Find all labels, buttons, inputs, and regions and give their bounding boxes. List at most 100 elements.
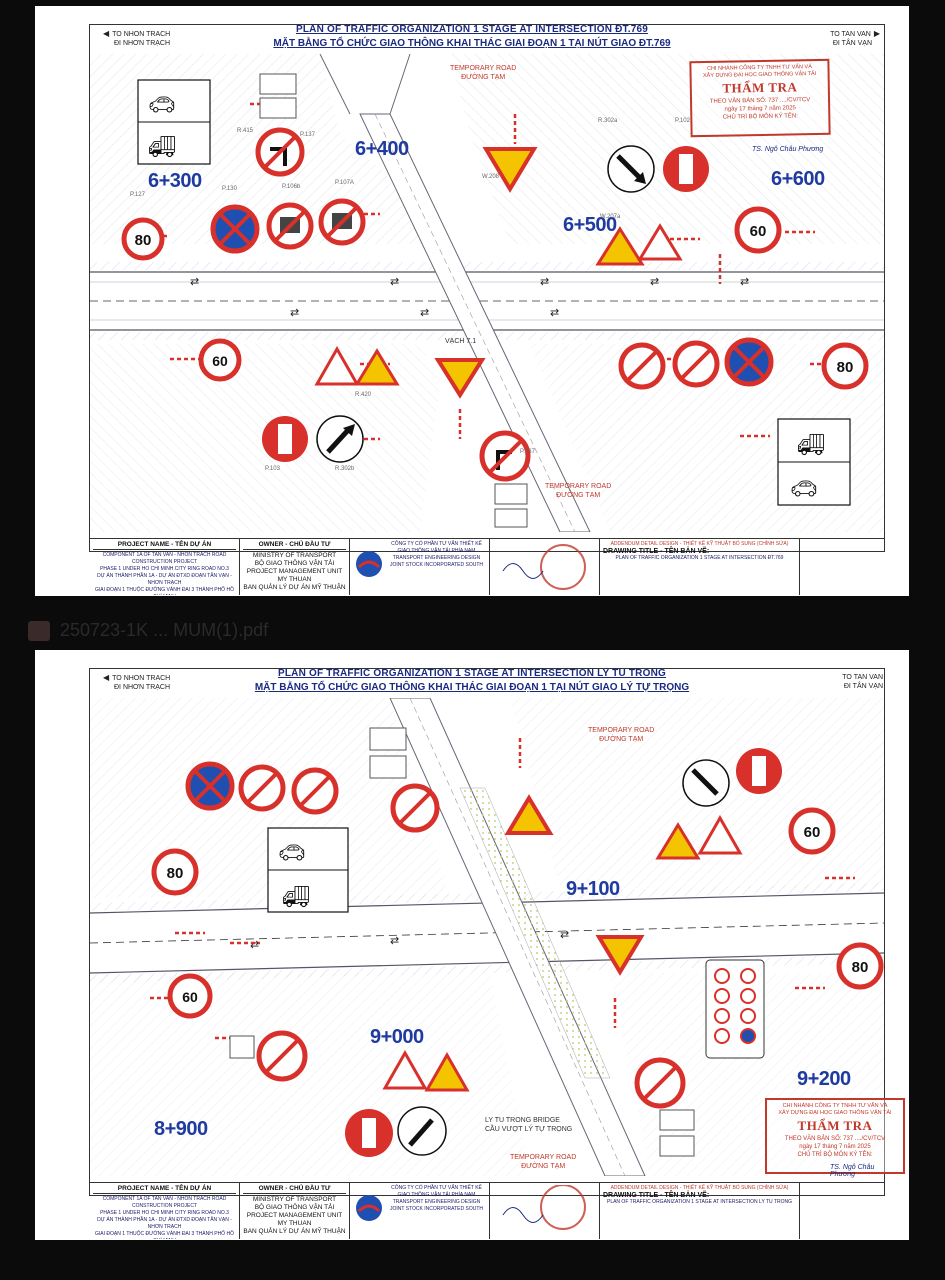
drawing-sheet-1: ◀TO NHON TRACH ĐI NHƠN TRẠCH TO TAN VAN▶… <box>35 6 909 596</box>
station-label: 9+000 <box>370 1026 424 1048</box>
vehicle-panel-sign <box>259 73 297 95</box>
direction-label-right: TO TAN VAN ĐI TÂN VẠN <box>842 674 883 690</box>
road-plan-drawing: ⇄⇄⇄⇄⇄ ⇄⇄⇄ 🚗︎ 🚚︎ 80 <box>90 53 884 533</box>
drawing-sheet-2: ◀TO NHON TRACH ĐI NHƠN TRẠCH TO TAN VAN … <box>35 650 909 1240</box>
page-title: PLAN OF TRAFFIC ORGANIZATION 1 STAGE AT … <box>278 668 666 679</box>
warning-sign <box>354 348 400 386</box>
sign-code: P.107A <box>335 180 354 186</box>
traffic-plan-map: ⇄⇄⇄ 🚗︎ 🚚︎ 8 <box>89 697 905 1178</box>
sheet-frame <box>89 668 885 1196</box>
sign-code: P.137 <box>520 449 535 455</box>
hatch-area <box>450 54 884 244</box>
warning-sign <box>504 794 554 835</box>
svg-text:🚚︎: 🚚︎ <box>148 135 176 160</box>
warning-sign <box>697 814 743 855</box>
sign-code: P.106b <box>282 184 301 190</box>
project-name-cell: PROJECT NAME - TÊN DỰ ÁN COMPONENT 1A OF… <box>90 1183 240 1239</box>
station-label: 9+100 <box>566 878 620 900</box>
svg-text:⇄: ⇄ <box>290 306 299 319</box>
station-label: 6+300 <box>148 170 202 192</box>
speed-value: 60 <box>212 353 228 369</box>
sign-code: R.415 <box>237 128 254 134</box>
sign-code: W.208 <box>482 174 500 180</box>
consultant-cell: CÔNG TY CỔ PHẦN TƯ VẤN THIẾT KẾ GIAO THÔ… <box>350 1183 490 1239</box>
consultant-logo-icon <box>356 1195 382 1221</box>
vehicle-panel-sign <box>259 97 297 119</box>
consultant-logo-icon <box>356 551 382 577</box>
vehicle-panel-sign <box>659 1109 695 1131</box>
marking-label: VẠCH 7.1 <box>445 338 477 345</box>
station-label: 6+500 <box>563 214 617 236</box>
station-label: 9+200 <box>797 1068 851 1090</box>
direction-vi: ĐI NHƠN TRẠCH <box>114 40 171 47</box>
traffic-plan-map: ⇄⇄⇄⇄⇄ ⇄⇄⇄ 🚗︎ 🚚︎ 80 <box>90 53 884 533</box>
speed-value: 60 <box>182 989 198 1005</box>
page-subtitle: MẶT BẰNG TỔ CHỨC GIAO THÔNG KHAI THÁC GI… <box>254 682 690 693</box>
sign-code: R.302b <box>335 466 355 472</box>
speed-value: 80 <box>837 359 854 376</box>
project-name-cell: PROJECT NAME - TÊN DỰ ÁN COMPONENT 1A OF… <box>90 539 240 595</box>
direction-en: TO TAN VAN <box>830 31 871 38</box>
direction-en: TO NHON TRACH <box>112 31 171 38</box>
owner-cell: OWNER - CHỦ ĐẦU TƯ MINISTRY OF TRANSPORT… <box>240 539 350 595</box>
signature-stamp-icon <box>502 544 586 590</box>
road-plan-drawing: ⇄⇄⇄ 🚗︎ 🚚︎ 8 <box>89 697 885 1177</box>
warning-sign <box>595 226 645 266</box>
svg-text:⇄: ⇄ <box>550 306 559 319</box>
sign-code: P.102 <box>675 118 690 124</box>
sign-code: R.420 <box>355 392 372 398</box>
speed-value: 60 <box>750 223 767 240</box>
speed-limit-80-sign <box>821 342 869 390</box>
svg-text:🚗︎: 🚗︎ <box>790 477 818 502</box>
file-name-label: 250723-1K ... MUM(1).pdf <box>60 620 269 640</box>
svg-text:⇄: ⇄ <box>390 275 399 288</box>
sign-code: W.207a <box>600 214 621 220</box>
approval-stamp: CHI NHÁNH CÔNG TY TNHH TƯ VẤN VÀ XÂY DỰN… <box>689 58 831 138</box>
vehicle-panel-sign <box>494 508 528 528</box>
revision-cell <box>800 1183 884 1239</box>
svg-text:⇄: ⇄ <box>740 275 749 288</box>
warning-sign <box>655 822 701 860</box>
station-label: 6+600 <box>771 168 825 190</box>
page-subtitle: MẶT BẰNG TỔ CHỨC GIAO THÔNG KHAI THÁC GI… <box>273 38 671 49</box>
yield-sign <box>595 935 645 976</box>
vehicle-panel-sign <box>494 483 528 505</box>
arrow-right-icon: ▶ <box>873 29 880 38</box>
svg-text:🚗︎: 🚗︎ <box>278 841 306 866</box>
direction-vi: ĐI TÂN VẠN <box>832 40 872 47</box>
signer-name: TS. Ngô Châu Phương <box>752 146 824 153</box>
sign-code: P.127 <box>130 192 145 198</box>
speed-limit-80-sign <box>151 848 199 896</box>
signatures-cell <box>490 1183 600 1239</box>
revision-cell <box>800 539 884 595</box>
svg-text:⇄: ⇄ <box>650 275 659 288</box>
speed-limit-60-sign <box>788 807 836 855</box>
direction-label-left: ◀TO NHON TRACH ĐI NHƠN TRẠCH <box>103 673 171 691</box>
title-block: PROJECT NAME - TÊN DỰ ÁN COMPONENT 1A OF… <box>90 538 884 596</box>
svg-text:⇄: ⇄ <box>420 306 429 319</box>
station-label: 6+400 <box>355 138 409 160</box>
speed-value: 80 <box>852 959 869 976</box>
speed-limit-60-sign <box>734 206 782 254</box>
drawing-title-cell: ADDENDUM DETAIL DESIGN - THIẾT KẾ KỸ THU… <box>600 539 800 595</box>
signature-stamp-icon <box>502 1184 586 1230</box>
svg-text:⇄: ⇄ <box>540 275 549 288</box>
consultant-cell: CÔNG TY CỔ PHẦN TƯ VẤN THIẾT KẾ GIAO THÔ… <box>350 539 490 595</box>
approval-stamp: CHI NHÁNH CÔNG TY TNHH TƯ VẤN VÀ XÂY DỰN… <box>765 1098 905 1174</box>
page-title: PLAN OF TRAFFIC ORGANIZATION 1 STAGE AT … <box>296 24 648 35</box>
sign-code: P.130 <box>222 186 237 192</box>
svg-text:🚚︎: 🚚︎ <box>797 433 825 458</box>
vehicle-panel-sign <box>229 1035 255 1059</box>
station-label: 8+900 <box>154 1118 208 1140</box>
arrow-left-icon: ◀ <box>103 29 110 38</box>
yield-sign <box>482 147 538 193</box>
direction-label-right: TO TAN VAN▶ ĐI TÂN VẠN <box>830 29 883 48</box>
sign-code: P.137 <box>300 132 315 138</box>
sheet-frame <box>89 24 885 552</box>
svg-text:🚚︎: 🚚︎ <box>282 885 310 910</box>
sign-code: P.103 <box>265 466 280 472</box>
